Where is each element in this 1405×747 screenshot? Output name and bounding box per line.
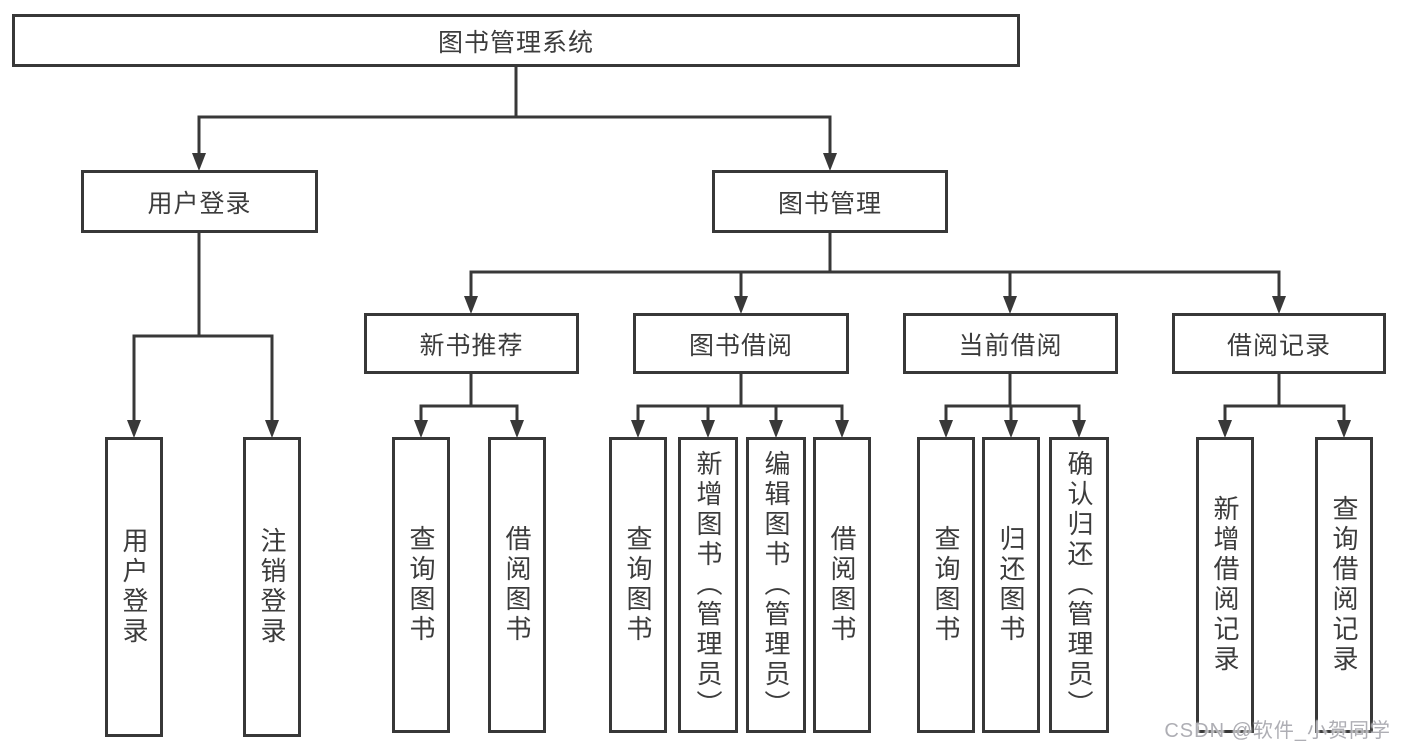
node-borrow-edit-book-admin: 编辑图书（管理员） bbox=[746, 437, 806, 733]
node-user-login-label: 用户登录 bbox=[119, 527, 149, 647]
node-current-confirm-return-admin: 确认归还（管理员） bbox=[1049, 437, 1109, 733]
connector-newbook-group bbox=[419, 372, 519, 427]
arrowheads bbox=[127, 153, 1351, 438]
connector-mgmt-to-level3 bbox=[469, 231, 1281, 303]
connector-records-group bbox=[1223, 372, 1346, 427]
node-book-borrow: 图书借阅 bbox=[633, 313, 849, 374]
watermark: CSDN @软件_小贺同学 bbox=[1164, 720, 1391, 742]
node-newrec-query-book: 查询图书 bbox=[392, 437, 450, 733]
node-current-confirm-return-admin-label: 确认归还（管理员） bbox=[1064, 450, 1094, 720]
node-borrow-add-book-admin-label: 新增图书（管理员） bbox=[693, 450, 723, 720]
node-records-query-record: 查询借阅记录 bbox=[1315, 437, 1373, 733]
node-borrow-borrow-book-label: 借阅图书 bbox=[827, 525, 857, 645]
node-borrow-query-book: 查询图书 bbox=[609, 437, 667, 733]
node-current-borrow: 当前借阅 bbox=[903, 313, 1118, 374]
node-user-login-group: 用户登录 bbox=[81, 170, 318, 233]
node-root: 图书管理系统 bbox=[12, 14, 1020, 67]
node-borrow-edit-book-admin-label: 编辑图书（管理员） bbox=[761, 450, 791, 720]
node-records-add-record: 新增借阅记录 bbox=[1196, 437, 1254, 733]
node-current-return-book: 归还图书 bbox=[982, 437, 1040, 733]
node-current-query-book: 查询图书 bbox=[917, 437, 975, 733]
node-newrec-query-book-label: 查询图书 bbox=[406, 525, 436, 645]
node-records-query-record-label: 查询借阅记录 bbox=[1329, 495, 1359, 675]
node-borrow-query-book-label: 查询图书 bbox=[623, 525, 653, 645]
node-book-mgmt-group: 图书管理 bbox=[712, 170, 948, 233]
node-borrow-add-book-admin: 新增图书（管理员） bbox=[678, 437, 738, 733]
connector-login-group bbox=[132, 231, 274, 427]
node-records-add-record-label: 新增借阅记录 bbox=[1210, 495, 1240, 675]
node-newrec-borrow-book-label: 借阅图书 bbox=[502, 525, 532, 645]
connector-root-to-level2 bbox=[197, 65, 832, 160]
node-logout-label: 注销登录 bbox=[257, 527, 287, 647]
node-newrec-borrow-book: 借阅图书 bbox=[488, 437, 546, 733]
connector-borrow-group bbox=[636, 372, 844, 427]
node-user-login: 用户登录 bbox=[105, 437, 163, 737]
connector-current-group bbox=[944, 372, 1081, 427]
node-current-query-book-label: 查询图书 bbox=[931, 525, 961, 645]
node-logout: 注销登录 bbox=[243, 437, 301, 737]
node-borrow-records: 借阅记录 bbox=[1172, 313, 1386, 374]
node-current-return-book-label: 归还图书 bbox=[996, 525, 1026, 645]
node-borrow-borrow-book: 借阅图书 bbox=[813, 437, 871, 733]
node-new-book-rec: 新书推荐 bbox=[364, 313, 579, 374]
